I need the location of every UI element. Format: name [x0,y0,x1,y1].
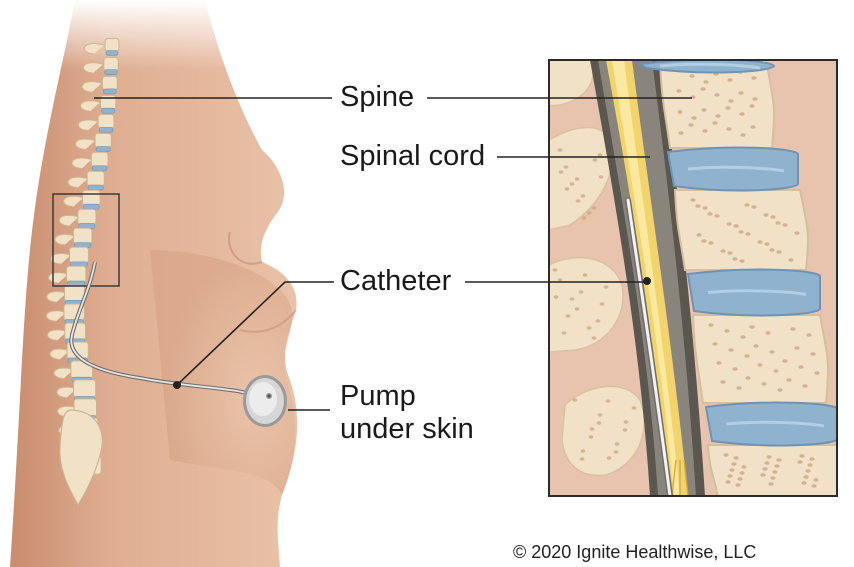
label-spinal-cord: Spinal cord [340,140,485,172]
vertebral-body [675,190,808,270]
torso [0,0,320,567]
label-catheter: Catheter [340,265,451,297]
pump-device [243,375,287,427]
label-pump-line2: under skin [340,413,474,445]
vertebral-body [708,445,845,496]
vertebral-body [693,315,828,403]
label-spine: Spine [340,81,414,113]
inset-catheter-point [643,277,651,285]
inset-panel [549,60,845,496]
label-pump-line1: Pump [340,380,416,412]
copyright-notice: © 2020 Ignite Healthwise, LLC [513,542,756,563]
